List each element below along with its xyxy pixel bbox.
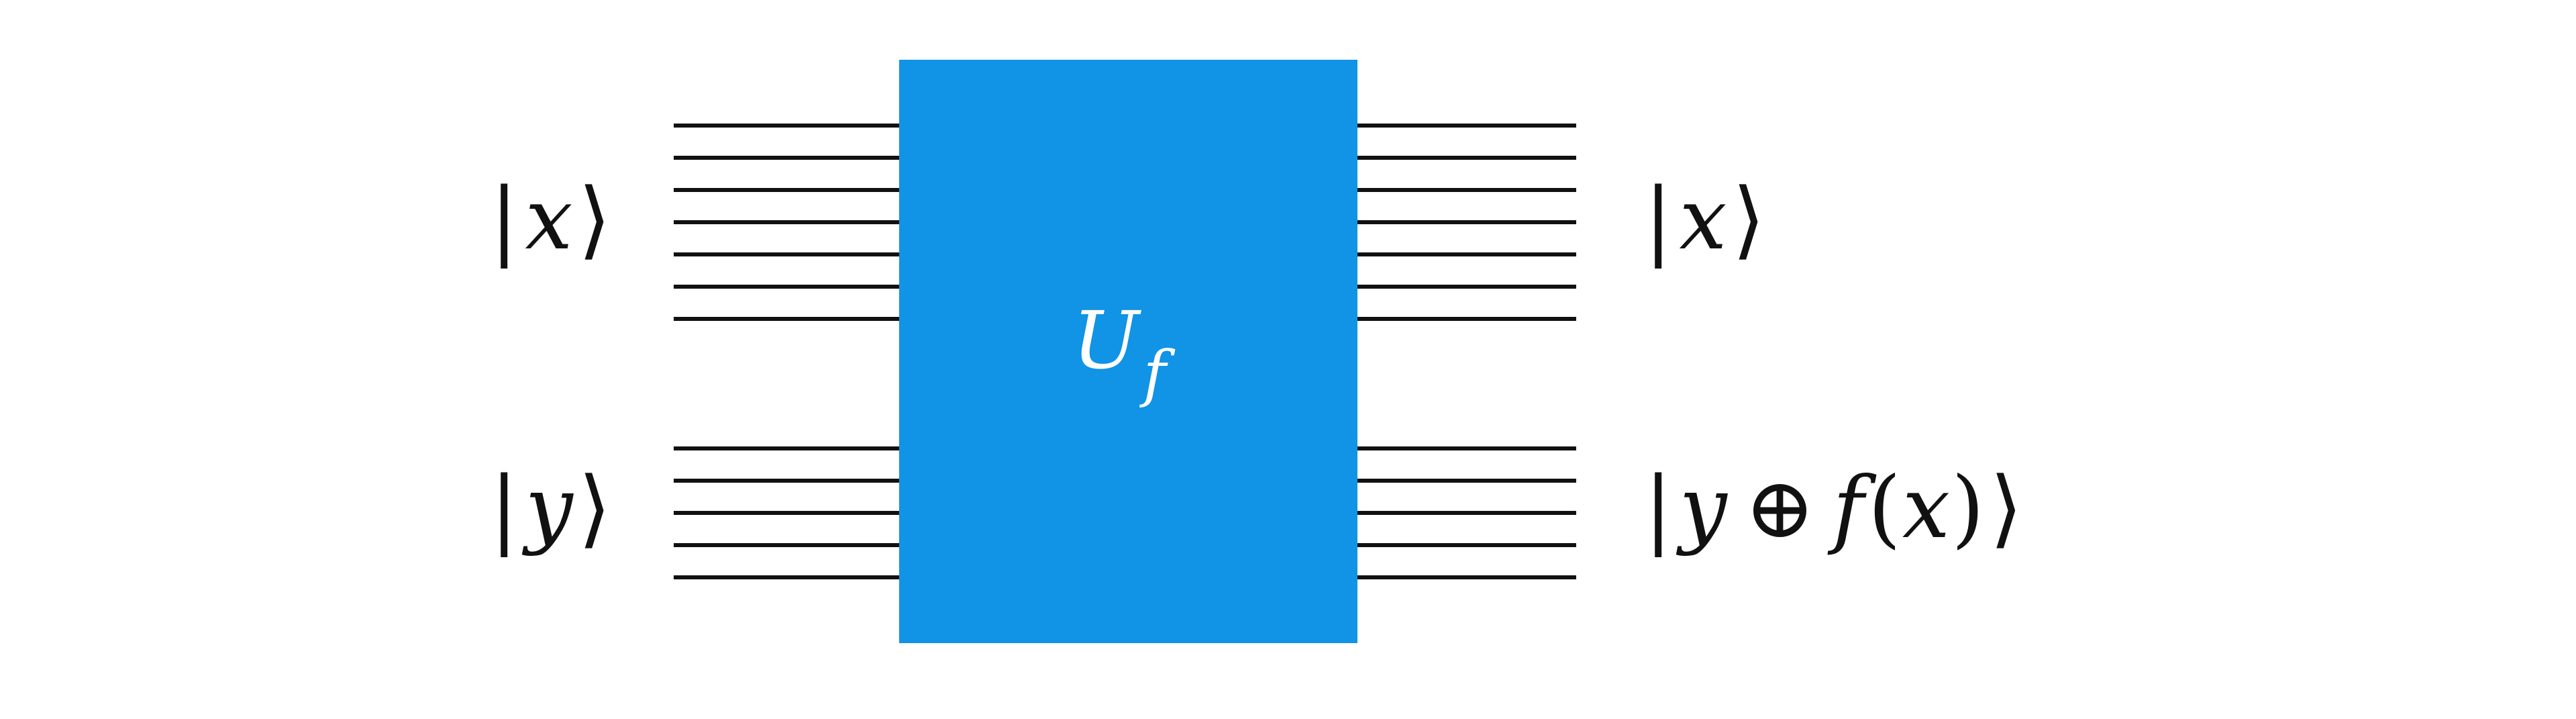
ket-bar: |: [490, 170, 518, 269]
ket-bar: |: [490, 459, 518, 557]
input-ket-y: |y⟩: [490, 459, 611, 557]
xor-operator: ⊕: [1745, 459, 1816, 557]
open-paren: (: [1868, 459, 1901, 557]
output-x-variable: x: [1679, 170, 1727, 269]
function-argument-x: x: [1902, 459, 1950, 557]
ket-angle: ⟩: [578, 170, 611, 269]
output-ket-x: |x⟩: [1644, 170, 1765, 269]
input-ket-x: |x⟩: [490, 170, 611, 269]
close-paren: ): [1951, 459, 1984, 557]
ket-angle: ⟩: [578, 459, 611, 557]
output-y-variable: y: [1676, 459, 1728, 557]
output-ket-y-xor-fx: |y⊕f(x)⟩: [1644, 459, 2022, 557]
gate-symbol: U: [1072, 294, 1141, 387]
input-x-variable: x: [525, 170, 572, 269]
ket-bar: |: [1644, 459, 1672, 557]
ket-bar: |: [1644, 170, 1672, 269]
output-y-register-wires: [1357, 446, 1576, 579]
ket-angle: ⟩: [1733, 170, 1765, 269]
input-x-register-wires: [674, 124, 899, 321]
oracle-gate-box: [899, 60, 1357, 643]
ket-angle: ⟩: [1990, 459, 2022, 557]
input-y-register-wires: [674, 446, 899, 579]
input-y-variable: y: [521, 459, 574, 557]
output-x-register-wires: [1357, 124, 1576, 321]
